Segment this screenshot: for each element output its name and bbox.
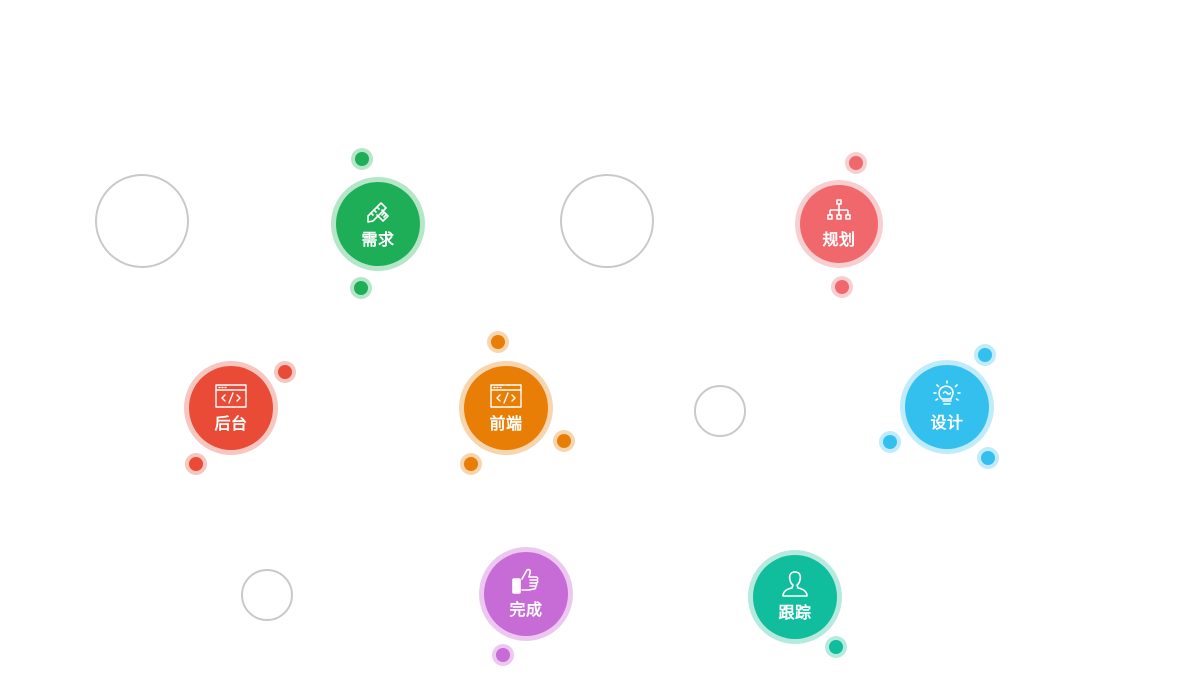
node-tracking[interactable]: 跟踪: [753, 555, 837, 639]
satellite-dot: [355, 152, 369, 166]
satellite-dot: [978, 348, 992, 362]
satellite-dot: [278, 365, 292, 379]
node-label: 设计: [930, 413, 964, 432]
node-complete[interactable]: 完成: [484, 552, 568, 636]
satellite-dot: [354, 281, 368, 295]
lightbulb-icon: [930, 378, 964, 412]
satellite-dot: [883, 435, 897, 449]
empty-ring: [560, 174, 654, 268]
node-label: 需求: [361, 230, 395, 249]
user-icon: [778, 568, 812, 602]
satellite-dot: [496, 648, 510, 662]
node-design[interactable]: 设计: [905, 365, 989, 449]
satellite-dot: [829, 640, 843, 654]
satellite-dot: [849, 156, 863, 170]
node-label: 规划: [822, 230, 856, 249]
satellite-dot: [491, 335, 505, 349]
node-label: 完成: [509, 600, 543, 619]
org-chart-icon: [822, 195, 856, 229]
pencil-ruler-icon: [361, 195, 395, 229]
thumbs-up-icon: [509, 565, 543, 599]
satellite-dot: [464, 457, 478, 471]
node-planning[interactable]: 规划: [800, 185, 878, 263]
empty-ring: [95, 174, 189, 268]
satellite-dot: [981, 451, 995, 465]
satellite-dot: [189, 457, 203, 471]
empty-ring: [694, 385, 746, 437]
satellite-dot: [557, 434, 571, 448]
empty-ring: [241, 569, 293, 621]
satellite-dot: [835, 280, 849, 294]
code-window-icon: [489, 379, 523, 413]
node-label: 跟踪: [778, 603, 812, 622]
node-frontend[interactable]: 前端: [464, 366, 548, 450]
node-label: 前端: [489, 414, 523, 433]
node-requirements[interactable]: 需求: [336, 182, 420, 266]
node-label: 后台: [214, 414, 248, 433]
node-backend[interactable]: 后台: [189, 366, 273, 450]
code-window-icon: [214, 379, 248, 413]
